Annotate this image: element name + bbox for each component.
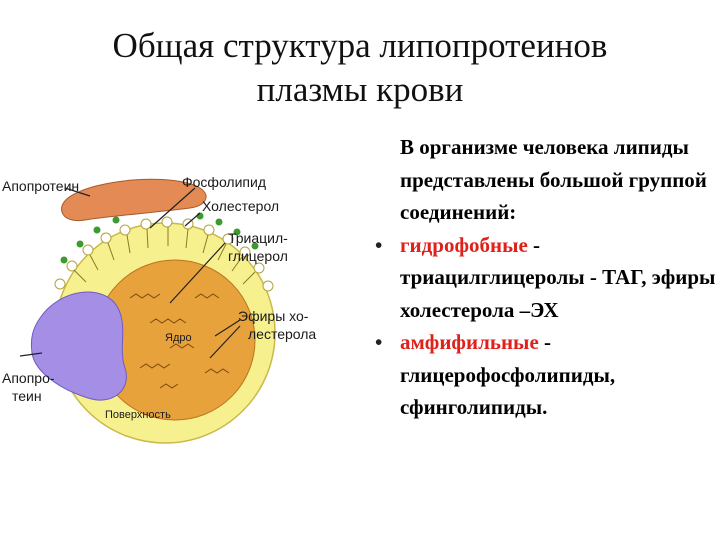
bullet-marker: • bbox=[375, 330, 383, 354]
phospholipid-tails bbox=[73, 227, 256, 285]
bullet-hydrophobic: • гидрофобные - триацилглицеролы - ТАГ, … bbox=[366, 229, 720, 327]
title-line-1: Общая структура липопротеинов bbox=[112, 26, 608, 65]
label-apoprotein-top: Апопротеин bbox=[2, 178, 80, 194]
label-triacyl-1: Триацил- bbox=[228, 230, 288, 246]
slide-title: Общая структура липопротеинов плазмы кро… bbox=[0, 24, 720, 112]
lipoprotein-illustration bbox=[19, 178, 276, 444]
cholesterol-dots bbox=[60, 212, 259, 264]
body-text: В организме человека липиды представлены… bbox=[366, 131, 720, 424]
label-esters-2: лестерола bbox=[248, 326, 317, 342]
label-phospholipid: Фосфолипид bbox=[182, 174, 266, 190]
side-apoprotein bbox=[30, 291, 127, 401]
intro-paragraph: В организме человека липиды представлены… bbox=[400, 135, 707, 224]
label-apoprotein-bottom-1: Апопро- bbox=[2, 370, 55, 386]
label-esters-1: Эфиры хо- bbox=[238, 308, 309, 324]
title-line-2: плазмы крови bbox=[256, 70, 464, 109]
bullet-amphiphilic-text: - глицерофосфолипиды, сфинголипиды. bbox=[400, 330, 616, 419]
bullet-marker: • bbox=[375, 232, 383, 257]
label-triacyl-2: глицерол bbox=[228, 248, 288, 264]
pointer-lines bbox=[19, 187, 241, 359]
label-cholesterol: Холестерол bbox=[202, 198, 280, 214]
label-core: Ядро bbox=[165, 332, 192, 344]
core-lipid-chains bbox=[129, 293, 230, 389]
bullet-hydrophobic-text: - триацилглицеролы - ТАГ, эфиры холестер… bbox=[400, 232, 716, 322]
bullet-amphiphilic: • амфифильные - глицерофосфолипиды, сфин… bbox=[366, 326, 720, 424]
term-amphiphilic: амфифильные bbox=[400, 330, 539, 354]
label-surface: Поверхность bbox=[105, 409, 171, 421]
lipoprotein-diagram: Апопротеин Фосфолипид Холестерол Триацил… bbox=[0, 158, 340, 458]
label-apoprotein-bottom-2: теин bbox=[12, 388, 42, 404]
term-hydrophobic: гидрофобные bbox=[400, 232, 528, 257]
